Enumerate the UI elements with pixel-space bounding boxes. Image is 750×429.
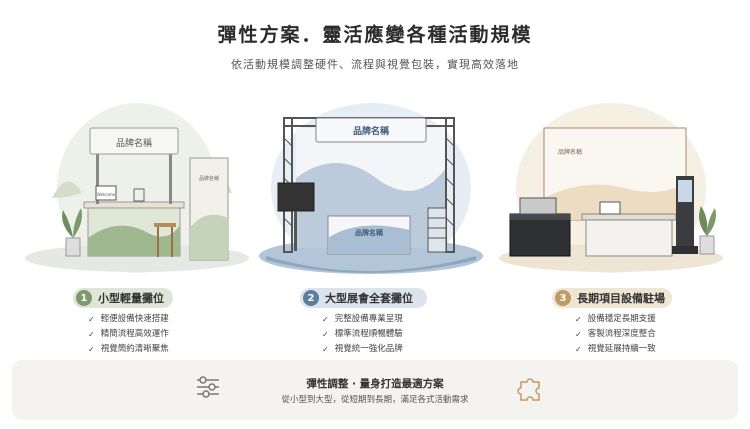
list-item: ✓視覺統一強化品牌: [322, 342, 403, 357]
long-term-illustration: 品牌名稱: [496, 88, 726, 288]
summary-banner: 彈性調整 · 量身打造最適方案 從小型到大型，從短期到長期，滿足各式活動需求: [12, 360, 738, 420]
section-title: 長期項目設備駐場: [577, 292, 665, 305]
page-subtitle: 依活動規模調整硬件、流程與視覺包裝，實現高效落地: [231, 58, 519, 71]
list-item: ✓視覺簡約清晰聚焦: [88, 342, 169, 357]
check-icon: ✓: [322, 345, 329, 354]
check-icon: ✓: [88, 345, 95, 354]
feature-list-small-booth: ✓輕便設備快速搭建 ✓精簡流程高效運作 ✓視覺簡約清晰聚焦: [88, 312, 169, 357]
feature-list-large-booth: ✓完整設備專業呈現 ✓標準流程順暢體驗 ✓視覺統一強化品牌: [322, 312, 403, 357]
section-number: 3: [555, 290, 571, 306]
small-booth-illustration: 品牌名稱 Welcome 品牌名稱: [22, 88, 252, 288]
list-item: ✓輕便設備快速搭建: [88, 312, 169, 327]
check-icon: ✓: [88, 315, 95, 324]
counter-sign-text: 品牌名稱: [355, 228, 383, 237]
check-icon: ✓: [322, 315, 329, 324]
sliders-icon: [195, 374, 221, 404]
list-item: ✓精簡流程高效運作: [88, 327, 169, 342]
section-number: 1: [76, 290, 92, 306]
check-icon: ✓: [322, 330, 329, 339]
large-booth-illustration: 品牌名稱 品牌名稱: [256, 88, 486, 288]
rollup-sign-text: 品牌名稱: [199, 175, 219, 182]
list-item: ✓完整設備專業呈現: [322, 312, 403, 327]
banner-title: 彈性調整 · 量身打造最適方案: [306, 378, 444, 390]
section-title: 大型展會全套攤位: [325, 292, 413, 305]
board-sign-text: 品牌名稱: [558, 148, 582, 156]
check-icon: ✓: [88, 330, 95, 339]
feature-list-long-term: ✓設備穩定長期支援 ✓客製流程深度整合 ✓視覺延展持續一致: [575, 312, 656, 357]
check-icon: ✓: [575, 345, 582, 354]
section-number: 2: [303, 290, 319, 306]
banner-subtitle: 從小型到大型，從短期到長期，滿足各式活動需求: [281, 395, 469, 405]
list-item: ✓客製流程深度整合: [575, 327, 656, 342]
list-item: ✓標準流程順暢體驗: [322, 327, 403, 342]
booth1-screen-text: Welcome: [97, 192, 116, 197]
booth1-sign-text: 品牌名稱: [116, 137, 152, 149]
check-icon: ✓: [575, 330, 582, 339]
section-title: 小型輕量攤位: [98, 292, 164, 305]
section-label-large-booth: 2 大型展會全套攤位: [300, 288, 427, 308]
check-icon: ✓: [575, 315, 582, 324]
page-title: 彈性方案．靈活應變各種活動規模: [217, 24, 533, 46]
list-item: ✓視覺延展持續一致: [575, 342, 656, 357]
list-item: ✓設備穩定長期支援: [575, 312, 656, 327]
puzzle-icon: [517, 374, 545, 406]
section-label-long-term: 3 長期項目設備駐場: [552, 288, 672, 308]
section-label-small-booth: 1 小型輕量攤位: [73, 288, 173, 308]
booth2-sign-text: 品牌名稱: [353, 125, 389, 137]
